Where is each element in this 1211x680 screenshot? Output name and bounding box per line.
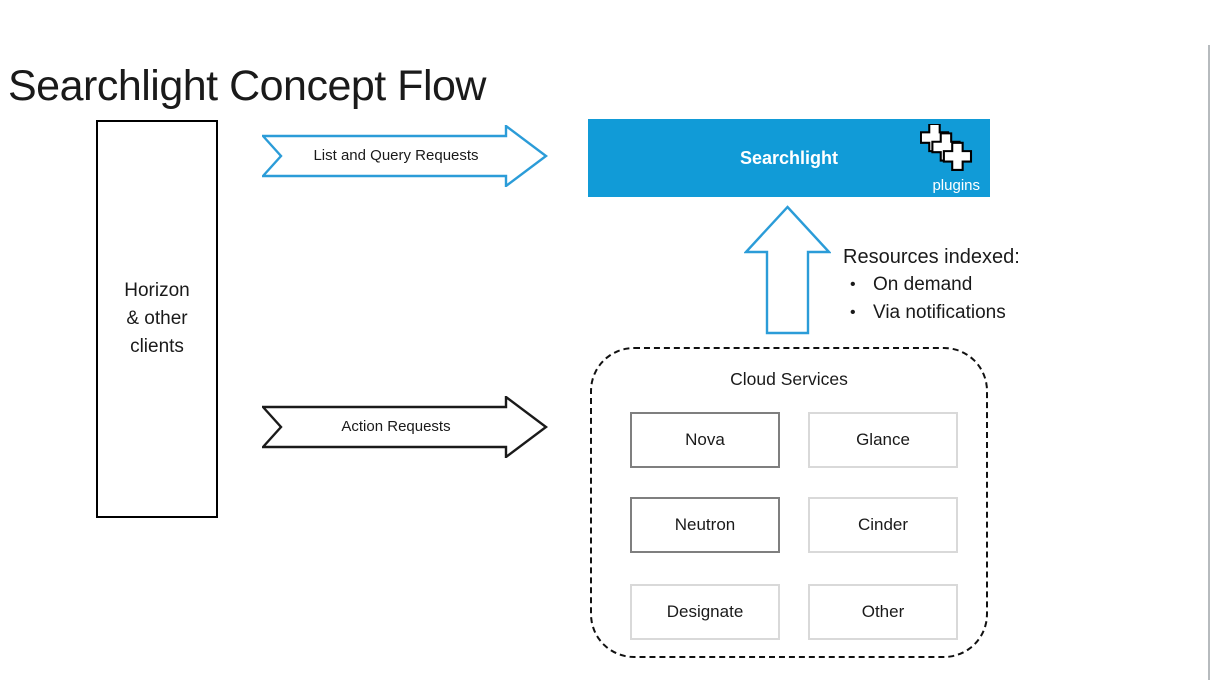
service-label: Designate — [666, 602, 744, 621]
service-label: Cinder — [857, 515, 909, 534]
bullet-dot-icon: • — [850, 276, 856, 293]
service-label: Nova — [685, 430, 725, 449]
cloud-services-box: Cloud Services Nova Glance Neutron Cinde… — [590, 347, 988, 658]
searchlight-box: Searchlight plugins — [588, 119, 990, 197]
resources-note: Resources indexed: • On demand • Via not… — [843, 243, 1020, 327]
up-arrow-icon — [744, 205, 831, 335]
service-label: Other — [861, 602, 905, 621]
chevron-right-arrow-icon — [262, 125, 548, 187]
chevron-right-arrow-icon — [262, 396, 548, 458]
list-query-arrow-label: List and Query Requests — [313, 147, 479, 164]
resources-bullet-item: • On demand — [843, 271, 1020, 299]
service-box-designate: Designate — [630, 584, 780, 640]
service-box-glance: Glance — [808, 412, 958, 468]
clients-box: Horizon & other clients — [96, 120, 218, 518]
service-box-other: Other — [808, 584, 958, 640]
action-arrow: Action Requests — [262, 396, 548, 458]
clients-label-line: & other — [126, 308, 188, 329]
service-box-neutron: Neutron — [630, 497, 780, 553]
bullet-dot-icon: • — [850, 304, 856, 321]
cloud-services-title: Cloud Services — [730, 369, 848, 389]
action-arrow-label: Action Requests — [341, 418, 451, 435]
service-label: Neutron — [674, 515, 736, 534]
list-query-arrow: List and Query Requests — [262, 125, 548, 187]
resources-heading: Resources indexed: — [843, 246, 1020, 268]
clients-label-line: Horizon — [124, 280, 190, 301]
service-box-cinder: Cinder — [808, 497, 958, 553]
searchlight-label: Searchlight — [739, 148, 839, 168]
page-title: Searchlight Concept Flow — [8, 62, 486, 110]
bullet-text: Via notifications — [873, 302, 1006, 323]
resources-bullet-item: • Via notifications — [843, 299, 1020, 327]
service-box-nova: Nova — [630, 412, 780, 468]
service-label: Glance — [856, 430, 910, 449]
plugins-label: plugins — [932, 177, 980, 194]
plugins-stack-icon — [920, 124, 973, 171]
clients-label-line: clients — [130, 336, 184, 357]
bullet-text: On demand — [873, 274, 973, 295]
slide-right-edge-line — [1208, 45, 1210, 680]
